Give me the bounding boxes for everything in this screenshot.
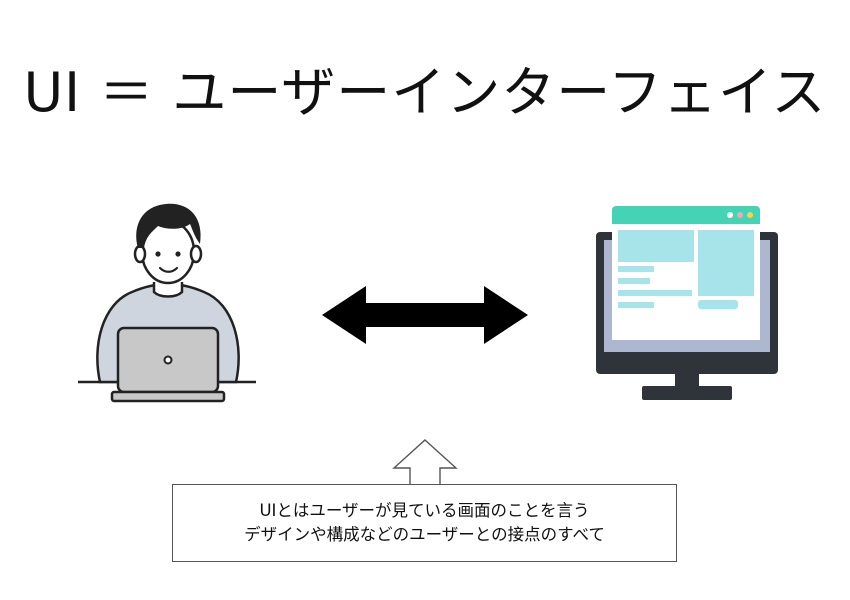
content-panel-left [618,230,694,262]
hair [136,203,201,248]
desktop-monitor-icon [596,206,778,400]
person-with-laptop-icon [78,203,256,403]
up-arrow-outline-icon [392,439,458,486]
laptop-base [110,390,226,403]
callout-line-1: UIとはユーザーが見ている画面のことを言う [259,501,590,520]
double-headed-arrow-icon [322,286,528,344]
callout-line-2: デザインや構成などのユーザーとの接点のすべて [244,525,605,544]
monitor-base [642,386,732,400]
page-title: UI ＝ ユーザーインターフェイス [23,61,827,124]
content-panel-right [698,230,754,296]
content-button [698,300,738,309]
callout-box: UIとはユーザーが見ている画面のことを言う デザインや構成などのユーザーとの接点… [172,484,677,562]
